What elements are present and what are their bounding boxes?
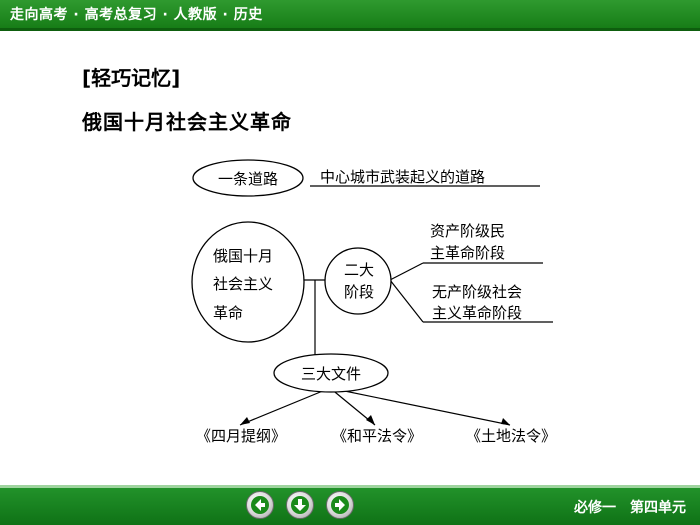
stage2-line-2: 主义革命阶段 <box>432 304 522 322</box>
center-line-1: 俄国十月 <box>213 247 273 265</box>
diagram-connectors <box>239 185 553 426</box>
center-line-3: 革命 <box>213 304 243 322</box>
road-label: 一条道路 <box>218 170 278 188</box>
doc-1: 《四月提纲》 <box>196 427 286 445</box>
stages-to-stage1-line <box>389 262 424 281</box>
arrow-right-icon <box>331 496 349 514</box>
footer-unit-label: 必修一 第四单元 <box>574 500 686 516</box>
road-ellipse <box>192 159 304 197</box>
stage1-line-2: 主革命阶段 <box>430 244 505 262</box>
stage1-line-1: 资产阶级民 <box>430 222 505 240</box>
stages-line-2: 阶段 <box>344 283 374 301</box>
arrowhead-1 <box>240 417 250 425</box>
previous-button[interactable] <box>246 491 274 519</box>
footer-divider <box>0 485 700 488</box>
center-ellipse <box>191 221 305 343</box>
arrow-left-icon <box>251 496 269 514</box>
stage2-line-1: 无产阶级社会 <box>432 283 522 301</box>
docs-arrow-3 <box>329 387 511 426</box>
mind-map-diagram: 一条道路 中心城市武装起义的道路 俄国十月 社会主义 革命 二大 阶段 资产阶级… <box>191 159 556 445</box>
stages-to-stage2-line <box>389 279 424 323</box>
memory-tip-heading: [轻巧记忆] <box>82 66 181 90</box>
stages-line-1: 二大 <box>344 261 374 279</box>
next-button[interactable] <box>326 491 354 519</box>
header-title: 走向高考 · 高考总复习 · 人教版 · 历史 <box>10 7 263 23</box>
arrowhead-2 <box>366 415 375 425</box>
stages-circle <box>324 247 392 315</box>
arrowhead-3 <box>501 418 510 425</box>
header-divider <box>0 28 700 31</box>
arrow-down-icon <box>291 496 309 514</box>
center-line-2: 社会主义 <box>213 275 273 293</box>
road-text: 中心城市武装起义的道路 <box>320 168 485 186</box>
down-button[interactable] <box>286 491 314 519</box>
docs-ellipse <box>273 353 389 393</box>
topic-title: 俄国十月社会主义革命 <box>82 110 292 134</box>
doc-3: 《土地法令》 <box>466 427 556 445</box>
docs-arrow-1 <box>239 387 331 426</box>
doc-2: 《和平法令》 <box>332 427 422 445</box>
arrowheads <box>240 415 510 425</box>
docs-label: 三大文件 <box>301 365 361 383</box>
header-bar: 走向高考 · 高考总复习 · 人教版 · 历史 <box>0 0 700 28</box>
